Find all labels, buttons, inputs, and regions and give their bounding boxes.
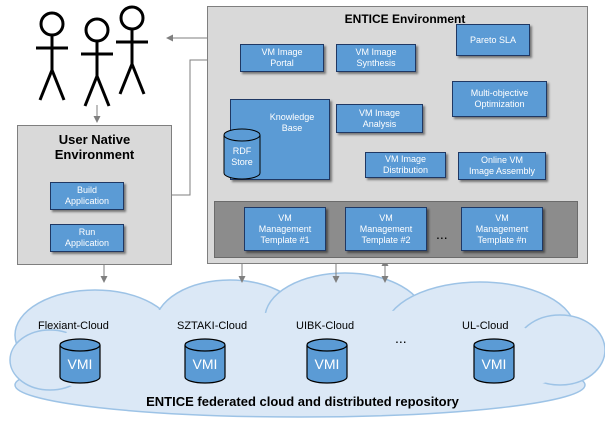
vm-image-analysis-box: VM Image Analysis — [336, 104, 423, 133]
user-native-environment-title: User Native Environment — [54, 132, 135, 162]
rdf-store-label: RDF Store — [231, 146, 253, 167]
vm-management-template-n: VM Management Template #n — [461, 207, 543, 251]
vmi-label-4: VMI — [481, 356, 507, 372]
multi-objective-optimization-box: Multi-objective Optimization — [452, 81, 547, 117]
build-application-label: Build Application — [64, 185, 110, 206]
vmi-label-1: VMI — [67, 356, 93, 372]
vmi-cylinder-2 — [184, 338, 226, 384]
stick-figure-users-icon — [36, 5, 148, 107]
cloud-ellipsis: ... — [395, 330, 407, 346]
vm-image-portal-label: VM Image Portal — [261, 47, 303, 68]
federated-repository-caption: ENTICE federated cloud and distributed r… — [146, 394, 459, 409]
vm-image-portal-box: VM Image Portal — [240, 44, 324, 72]
vmi-label-3: VMI — [314, 356, 340, 372]
knowledge-base-label: Knowledge Base — [269, 112, 315, 133]
entice-environment-title: ENTICE Environment — [344, 12, 466, 26]
cloud-label-uibk: UIBK-Cloud — [296, 320, 355, 332]
cloud-label-ul: UL-Cloud — [462, 320, 509, 332]
pareto-sla-box: Pareto SLA — [456, 24, 530, 56]
template-n-label: VM Management Template #n — [475, 212, 529, 245]
vmi-cylinder-1 — [59, 338, 101, 384]
vm-image-synthesis-label: VM Image Synthesis — [355, 47, 397, 68]
online-vm-image-assembly-box: Online VM Image Assembly — [458, 152, 546, 180]
template-1-label: VM Management Template #1 — [258, 212, 312, 245]
template-2-label: VM Management Template #2 — [359, 212, 413, 245]
online-vm-image-assembly-label: Online VM Image Assembly — [468, 155, 536, 176]
vmi-label-2: VMI — [192, 356, 218, 372]
rdf-store-cylinder-icon — [223, 128, 261, 180]
vmi-cylinder-4 — [473, 338, 515, 384]
template-ellipsis: ... — [436, 226, 448, 242]
cloud-label-sztaki: SZTAKI-Cloud — [177, 320, 248, 332]
run-application-label: Run Application — [64, 227, 110, 248]
vmi-cylinder-3 — [306, 338, 348, 384]
run-application-box: Run Application — [50, 224, 124, 252]
multi-objective-optimization-label: Multi-objective Optimization — [470, 88, 529, 109]
build-application-box: Build Application — [50, 182, 124, 210]
vm-image-synthesis-box: VM Image Synthesis — [336, 44, 416, 72]
cloud-label-flexiant: Flexiant-Cloud — [38, 320, 109, 332]
vm-image-distribution-box: VM Image Distribution — [365, 152, 446, 178]
vm-management-template-1: VM Management Template #1 — [244, 207, 326, 251]
vm-image-distribution-label: VM Image Distribution — [382, 154, 429, 175]
vm-image-analysis-label: VM Image Analysis — [358, 107, 400, 129]
pareto-sla-label: Pareto SLA — [469, 34, 517, 45]
vm-management-template-2: VM Management Template #2 — [345, 207, 427, 251]
